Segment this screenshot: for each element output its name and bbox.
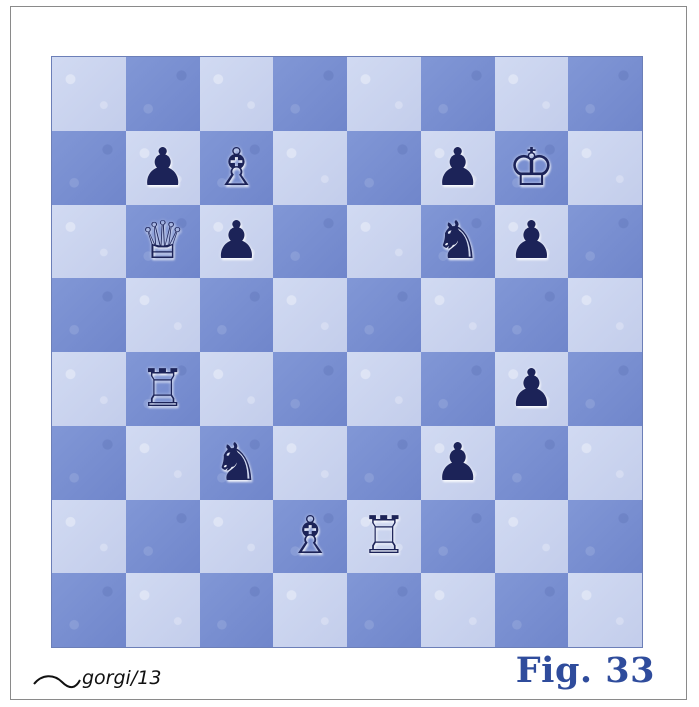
square-h6[interactable] [568, 205, 642, 279]
artist-signature: gorgi/13 [32, 662, 182, 696]
black-pawn-icon[interactable]: ♟ [139, 142, 186, 194]
square-c1[interactable] [200, 573, 274, 647]
square-c2[interactable] [200, 500, 274, 574]
square-f3[interactable]: ♟ [421, 426, 495, 500]
square-d1[interactable] [273, 573, 347, 647]
square-g1[interactable] [495, 573, 569, 647]
square-e2[interactable]: ♖ [347, 500, 421, 574]
square-a3[interactable] [52, 426, 126, 500]
square-f6[interactable]: ♞ [421, 205, 495, 279]
black-pawn-icon[interactable]: ♟ [434, 437, 481, 489]
black-pawn-icon[interactable]: ♟ [508, 363, 555, 415]
square-g5[interactable] [495, 278, 569, 352]
square-e5[interactable] [347, 278, 421, 352]
square-f8[interactable] [421, 57, 495, 131]
square-d2[interactable]: ♗ [273, 500, 347, 574]
square-f7[interactable]: ♟ [421, 131, 495, 205]
chess-board: ♟ ♗ ♟ ♔ ♕ ♟ ♞ ♟ ♖ ♟ ♞ ♟ ♗ ♖ [51, 56, 643, 648]
square-b6[interactable]: ♕ [126, 205, 200, 279]
black-knight-icon[interactable]: ♞ [213, 437, 260, 489]
square-a1[interactable] [52, 573, 126, 647]
square-e8[interactable] [347, 57, 421, 131]
square-e4[interactable] [347, 352, 421, 426]
white-rook-icon[interactable]: ♖ [139, 363, 186, 415]
square-c5[interactable] [200, 278, 274, 352]
square-h8[interactable] [568, 57, 642, 131]
square-h4[interactable] [568, 352, 642, 426]
square-c7[interactable]: ♗ [200, 131, 274, 205]
white-king-icon[interactable]: ♔ [508, 142, 555, 194]
square-b3[interactable] [126, 426, 200, 500]
square-f2[interactable] [421, 500, 495, 574]
square-g4[interactable]: ♟ [495, 352, 569, 426]
signature-flourish-icon: gorgi/13 [32, 662, 182, 696]
square-c6[interactable]: ♟ [200, 205, 274, 279]
square-a4[interactable] [52, 352, 126, 426]
square-c3[interactable]: ♞ [200, 426, 274, 500]
square-h2[interactable] [568, 500, 642, 574]
square-b7[interactable]: ♟ [126, 131, 200, 205]
square-a5[interactable] [52, 278, 126, 352]
square-d7[interactable] [273, 131, 347, 205]
figure-label: Fig. 33 [516, 650, 655, 691]
square-h1[interactable] [568, 573, 642, 647]
black-knight-icon[interactable]: ♞ [434, 215, 481, 267]
square-b8[interactable] [126, 57, 200, 131]
square-f1[interactable] [421, 573, 495, 647]
square-a8[interactable] [52, 57, 126, 131]
white-rook-icon[interactable]: ♖ [361, 510, 408, 562]
square-f4[interactable] [421, 352, 495, 426]
white-bishop-icon[interactable]: ♗ [213, 142, 260, 194]
square-g6[interactable]: ♟ [495, 205, 569, 279]
square-h7[interactable] [568, 131, 642, 205]
square-e3[interactable] [347, 426, 421, 500]
square-c8[interactable] [200, 57, 274, 131]
square-d4[interactable] [273, 352, 347, 426]
square-b5[interactable] [126, 278, 200, 352]
square-b4[interactable]: ♖ [126, 352, 200, 426]
signature-text: gorgi/13 [82, 667, 161, 689]
white-bishop-icon[interactable]: ♗ [287, 510, 334, 562]
square-a7[interactable] [52, 131, 126, 205]
square-d5[interactable] [273, 278, 347, 352]
square-g3[interactable] [495, 426, 569, 500]
white-queen-icon[interactable]: ♕ [139, 215, 186, 267]
square-d3[interactable] [273, 426, 347, 500]
square-d6[interactable] [273, 205, 347, 279]
square-c4[interactable] [200, 352, 274, 426]
square-g8[interactable] [495, 57, 569, 131]
square-g7[interactable]: ♔ [495, 131, 569, 205]
square-b2[interactable] [126, 500, 200, 574]
square-f5[interactable] [421, 278, 495, 352]
square-e1[interactable] [347, 573, 421, 647]
square-g2[interactable] [495, 500, 569, 574]
square-a6[interactable] [52, 205, 126, 279]
black-pawn-icon[interactable]: ♟ [213, 215, 260, 267]
black-pawn-icon[interactable]: ♟ [434, 142, 481, 194]
square-e7[interactable] [347, 131, 421, 205]
square-a2[interactable] [52, 500, 126, 574]
square-d8[interactable] [273, 57, 347, 131]
square-h5[interactable] [568, 278, 642, 352]
square-b1[interactable] [126, 573, 200, 647]
square-h3[interactable] [568, 426, 642, 500]
square-e6[interactable] [347, 205, 421, 279]
black-pawn-icon[interactable]: ♟ [508, 215, 555, 267]
